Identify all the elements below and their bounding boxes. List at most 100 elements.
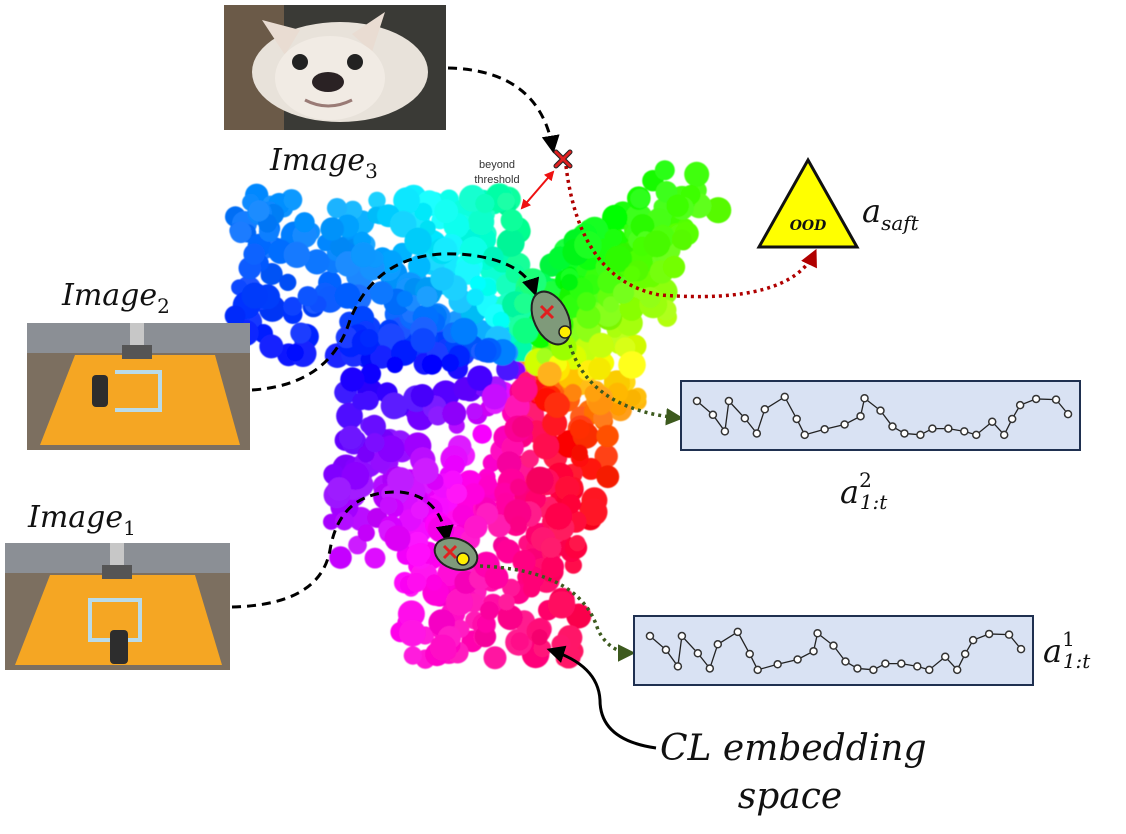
embedding-point bbox=[224, 305, 246, 327]
embedding-point bbox=[602, 296, 620, 313]
embedding-point bbox=[430, 267, 454, 291]
embedding-point bbox=[512, 549, 536, 574]
embedding-point bbox=[290, 322, 312, 344]
embedding-point bbox=[588, 357, 611, 381]
action-point bbox=[708, 410, 718, 420]
embedding-point bbox=[588, 332, 614, 359]
embedding-point bbox=[380, 392, 408, 420]
embedding-point bbox=[469, 275, 486, 292]
embedding-point bbox=[571, 444, 588, 462]
embedding-point bbox=[359, 329, 379, 348]
embedding-point bbox=[283, 296, 303, 316]
action-point bbox=[928, 424, 937, 433]
action-point bbox=[1063, 409, 1073, 419]
action-point bbox=[999, 430, 1009, 440]
action-point bbox=[733, 627, 742, 637]
action-point bbox=[897, 659, 906, 668]
embedding-point bbox=[520, 449, 539, 468]
embedding-point bbox=[387, 467, 414, 494]
action-point bbox=[913, 662, 922, 671]
embedding-point bbox=[379, 250, 403, 274]
embedding-point bbox=[596, 424, 619, 448]
action-point bbox=[752, 429, 762, 438]
embedding-point bbox=[480, 601, 499, 620]
action-point bbox=[793, 655, 802, 664]
embedding-point bbox=[326, 198, 348, 219]
embedding-point bbox=[259, 334, 284, 359]
action-point bbox=[661, 645, 671, 655]
action-point bbox=[876, 406, 885, 415]
action-point bbox=[705, 664, 715, 673]
embedding-point bbox=[408, 254, 431, 278]
embedding-point bbox=[365, 433, 385, 453]
embedding-point bbox=[623, 265, 641, 282]
svg-text:OOD: OOD bbox=[790, 218, 827, 234]
embedding-point bbox=[329, 546, 352, 569]
embedding-point bbox=[666, 194, 689, 218]
embedding-point bbox=[294, 212, 315, 233]
embedding-point bbox=[335, 511, 354, 531]
embedding-point bbox=[379, 496, 398, 515]
embedding-point bbox=[569, 535, 586, 552]
embedding-point bbox=[576, 304, 601, 329]
embedding-point bbox=[441, 354, 460, 372]
embedding-point bbox=[541, 555, 564, 578]
embedding-point bbox=[279, 273, 297, 291]
cl-embedding-label-line1: CL embedding bbox=[660, 728, 927, 769]
action-point bbox=[1016, 644, 1026, 654]
embedding-point bbox=[334, 282, 361, 309]
image3-to-embedding-arrow bbox=[447, 66, 560, 154]
embedding-point bbox=[416, 286, 438, 308]
embedding-point bbox=[336, 402, 363, 430]
embedding-point bbox=[574, 230, 602, 259]
embedding-point bbox=[404, 227, 432, 255]
embedding-point bbox=[512, 317, 539, 344]
embedding-point bbox=[449, 483, 467, 502]
embedding-point bbox=[369, 281, 394, 305]
embedding-point bbox=[630, 188, 650, 209]
embedding-point bbox=[352, 392, 370, 411]
ood-warning-triangle-icon: OOD bbox=[756, 156, 860, 249]
cl-embedding-cloud bbox=[224, 160, 732, 670]
embedding-point bbox=[500, 209, 523, 232]
threshold-label-line1: beyond bbox=[479, 159, 515, 171]
threshold-double-arrow bbox=[520, 170, 555, 210]
embedding-point bbox=[410, 542, 431, 563]
embedding-point bbox=[360, 363, 382, 384]
action-point bbox=[1004, 630, 1014, 639]
embedding-point bbox=[445, 588, 473, 616]
image3-label: Image3 bbox=[269, 143, 378, 183]
action-point bbox=[853, 664, 862, 673]
embedding-point bbox=[613, 282, 635, 304]
embedding-point bbox=[511, 416, 534, 438]
action-point bbox=[984, 629, 994, 639]
action-point bbox=[940, 652, 950, 661]
action-point bbox=[869, 665, 878, 675]
embedding-point bbox=[540, 537, 562, 558]
embedding-point bbox=[434, 199, 459, 224]
embedding-point bbox=[442, 401, 467, 426]
action-point bbox=[645, 631, 655, 641]
embedding-point bbox=[297, 286, 318, 307]
embedding-point bbox=[526, 466, 554, 495]
embedding-point bbox=[604, 228, 623, 247]
embedding-point bbox=[609, 398, 627, 416]
embedding-point bbox=[475, 193, 495, 214]
embedding-point bbox=[481, 383, 508, 410]
embedding-point bbox=[531, 629, 548, 646]
action-sequence-box-2 bbox=[680, 380, 1081, 451]
embedding-point bbox=[547, 591, 576, 619]
embedding-point bbox=[466, 288, 484, 306]
embedding-point bbox=[323, 513, 340, 530]
embedding-point bbox=[684, 161, 710, 187]
embedding-point bbox=[248, 200, 270, 222]
action1-arrow bbox=[479, 564, 636, 662]
action-point bbox=[792, 414, 801, 424]
embedding-point bbox=[511, 376, 538, 403]
action-point bbox=[673, 662, 683, 671]
embedding-point bbox=[624, 389, 641, 407]
action-point bbox=[740, 414, 750, 423]
embedding-point bbox=[340, 367, 365, 392]
embedding-point bbox=[561, 274, 578, 291]
